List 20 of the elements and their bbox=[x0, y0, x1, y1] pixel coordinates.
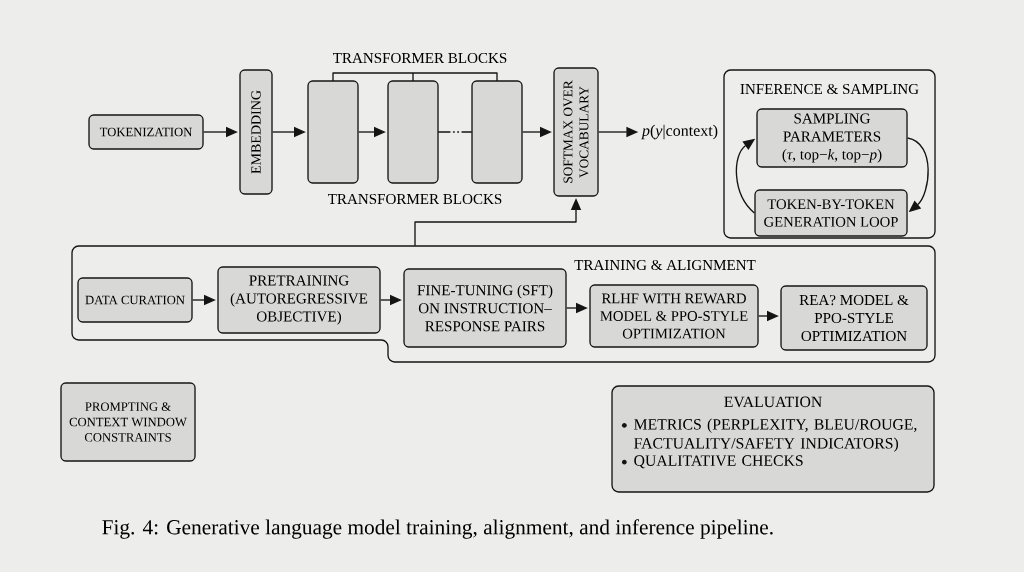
transformer-block bbox=[307, 80, 359, 184]
process-box: SOFTMAX OVER VOCABULARY bbox=[553, 67, 599, 197]
process-box: PROMPTING & CONTEXT WINDOW CONSTRAINTS bbox=[60, 382, 196, 462]
output-label: p(y|context) bbox=[641, 124, 718, 140]
transformer-block bbox=[471, 80, 523, 184]
process-box: TOKEN-BY-TOKEN GENERATION LOOP bbox=[754, 189, 908, 237]
process-box: RLHF WITH REWARD MODEL & PPO-STYLE OPTIMIZATION bbox=[589, 284, 759, 348]
group-label: TRANSFORMER BLOCKS bbox=[333, 52, 507, 64]
connector-line bbox=[438, 131, 472, 133]
group-label: TRANSFORMER BLOCKS bbox=[328, 193, 502, 205]
process-box: TOKENIZATION bbox=[88, 114, 204, 150]
process-box: REA? MODEL & PPO-STYLE OPTIMIZATION bbox=[780, 285, 928, 351]
process-box: PRETRAINING (AUTOREGRESSIVE OBJECTIVE) bbox=[217, 266, 381, 334]
process-box: EMBEDDING bbox=[239, 69, 273, 195]
process-box: FINE-TUNING (SFT) ON INSTRUCTION– RESPONSE PAIRS bbox=[403, 268, 567, 348]
process-box: EVALUATION METRICS (PERPLEXITY, BLEU/ROUGE, FACTUALITY/SAFETY INDICATORS) QUALITATIVE CHECKS bbox=[611, 385, 935, 493]
process-box: SAMPLING PARAMETERS (τ, top−k, top−p) bbox=[756, 108, 908, 168]
transformer-block bbox=[387, 80, 439, 184]
process-box: DATA CURATION bbox=[77, 277, 193, 323]
caption: Fig. 4: Generative language model training, alignment, and inference pipeline. bbox=[102, 519, 773, 539]
